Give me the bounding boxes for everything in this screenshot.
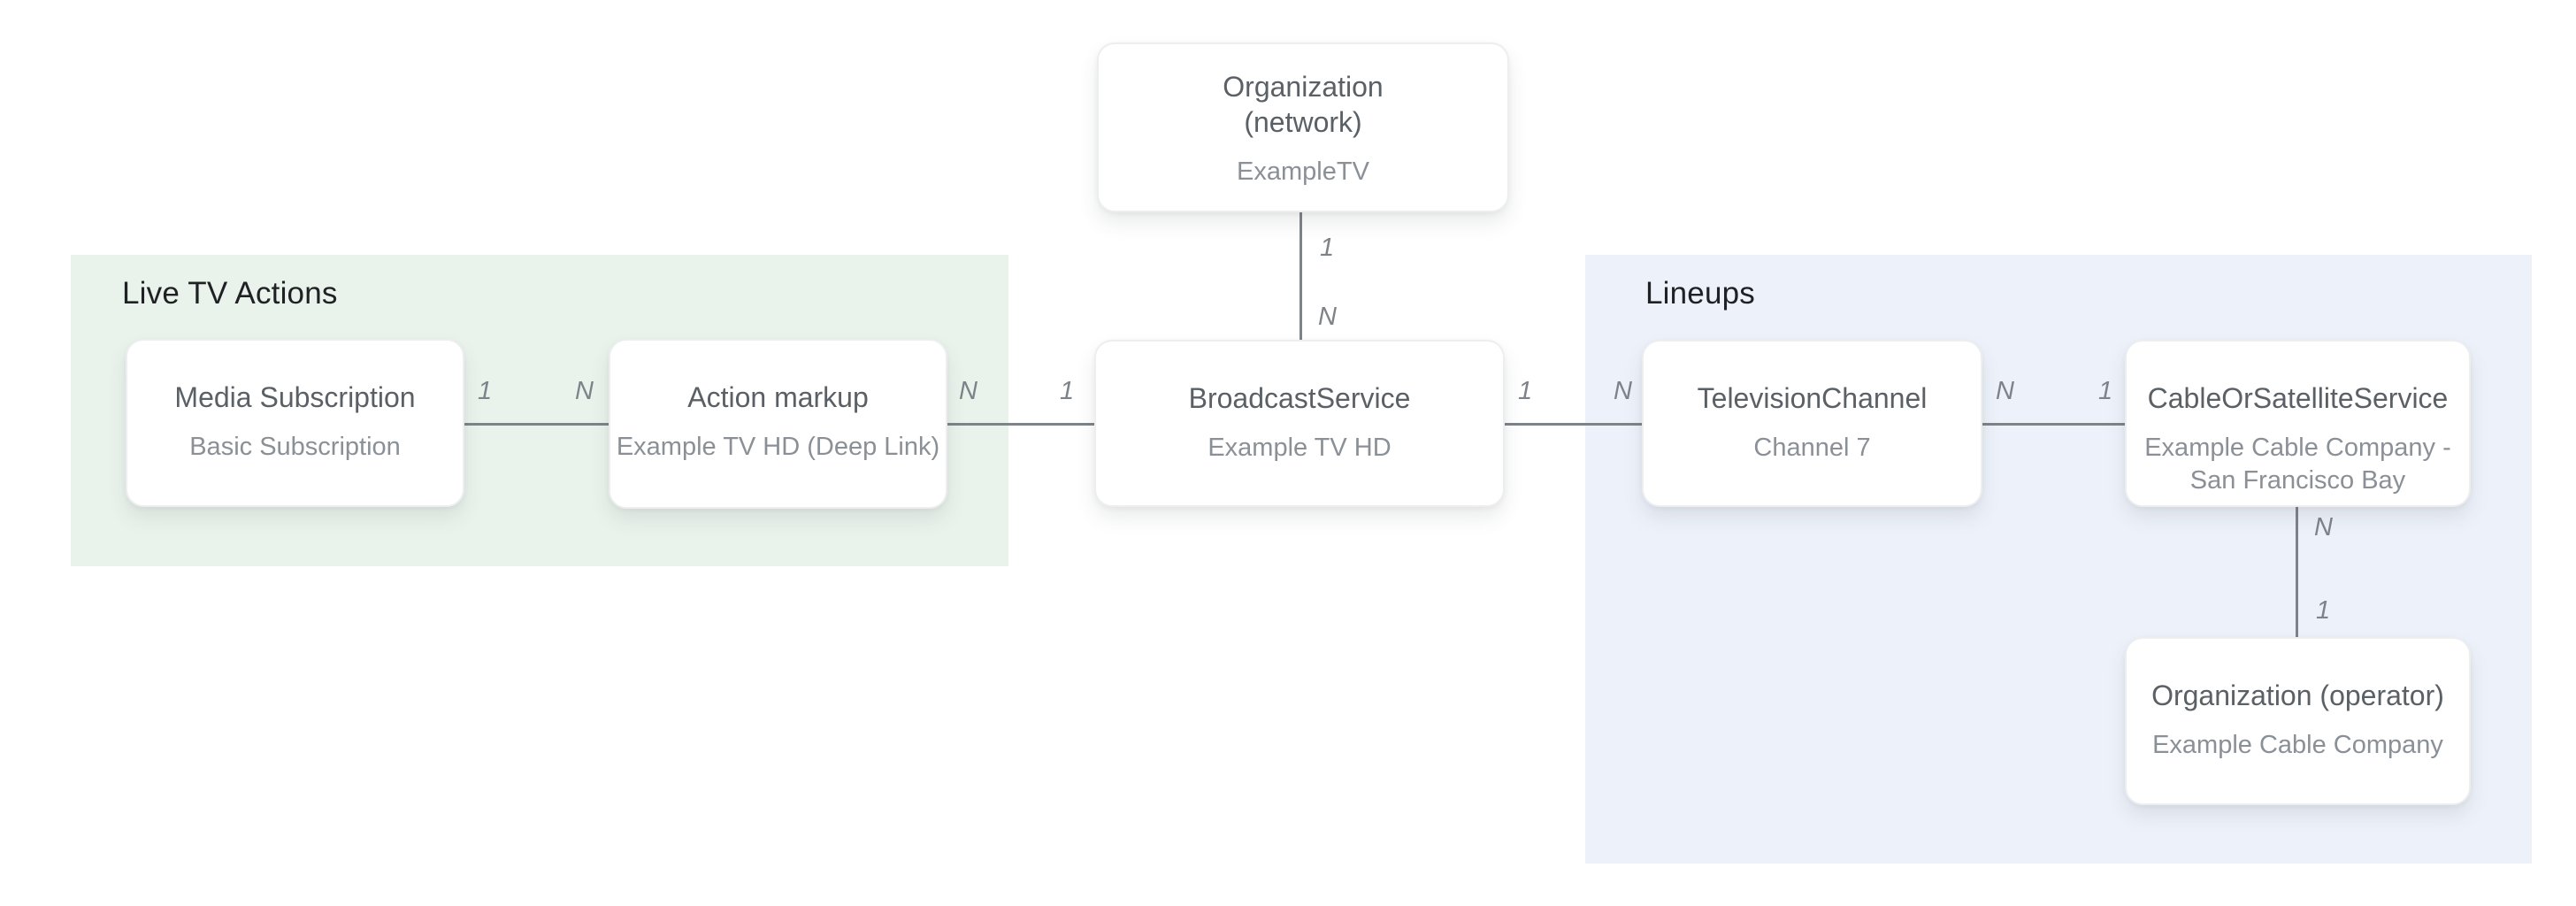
node-subtitle: Example Cable Company	[2152, 731, 2443, 759]
node-organization-network: Organization (network) ExampleTV	[1097, 42, 1509, 212]
edge-action-markup-to-broadcast-service	[943, 423, 1098, 426]
edge-network-to-broadcast	[1300, 211, 1302, 343]
cardinality-label-media-side: 1	[478, 377, 493, 405]
node-title: Organization (operator)	[2151, 680, 2444, 711]
node-media-subscription: Media Subscription Basic Subscription	[126, 339, 464, 507]
node-title: Action markup	[687, 381, 869, 413]
node-action-markup: Action markup Example TV HD (Deep Link)	[609, 339, 947, 509]
node-title: BroadcastService	[1188, 382, 1411, 414]
node-subtitle: Channel 7	[1753, 434, 1871, 462]
edge-media-subscription-to-action-markup	[460, 423, 612, 426]
live-tv-actions-region-title: Live TV Actions	[122, 276, 338, 311]
cardinality-label-cable-side: N	[2314, 513, 2333, 541]
node-title: Media Subscription	[174, 381, 416, 413]
edge-television-channel-to-cable-service	[1978, 423, 2128, 426]
cardinality-label-cable-side: 1	[2098, 377, 2113, 405]
cardinality-label-action-side: N	[959, 377, 978, 405]
cardinality-label-broadcast-side: N	[1318, 303, 1337, 331]
cardinality-label-channel-side: N	[1996, 377, 2014, 405]
edge-cable-service-to-operator	[2296, 504, 2298, 641]
node-television-channel: TelevisionChannel Channel 7	[1642, 340, 1982, 507]
cardinality-label-network-side: 1	[1320, 234, 1335, 262]
lineups-region-title: Lineups	[1645, 276, 1756, 311]
cardinality-label-broadcast-side: 1	[1060, 377, 1075, 405]
node-subtitle: ExampleTV	[1237, 157, 1369, 186]
node-subtitle: Example TV HD	[1208, 434, 1392, 462]
cardinality-label-operator-side: 1	[2316, 596, 2331, 625]
node-subtitle: Basic Subscription	[189, 433, 401, 461]
node-cable-or-satellite-service: CableOrSatelliteService Example Cable Co…	[2125, 340, 2471, 507]
cardinality-label-channel-side: N	[1614, 377, 1632, 405]
edge-broadcast-service-to-television-channel	[1500, 423, 1645, 426]
node-broadcast-service: BroadcastService Example TV HD	[1094, 340, 1505, 507]
cardinality-label-broadcast-side: 1	[1518, 377, 1533, 405]
node-organization-operator: Organization (operator) Example Cable Co…	[2125, 637, 2471, 805]
node-title: Organization (network)	[1223, 71, 1384, 138]
node-title: CableOrSatelliteService	[2147, 382, 2449, 414]
node-subtitle: Example TV HD (Deep Link)	[616, 433, 940, 461]
node-title: TelevisionChannel	[1697, 382, 1928, 414]
node-subtitle: Example Cable Company - San Francisco Ba…	[2144, 434, 2451, 495]
cardinality-label-action-side: N	[575, 377, 594, 405]
